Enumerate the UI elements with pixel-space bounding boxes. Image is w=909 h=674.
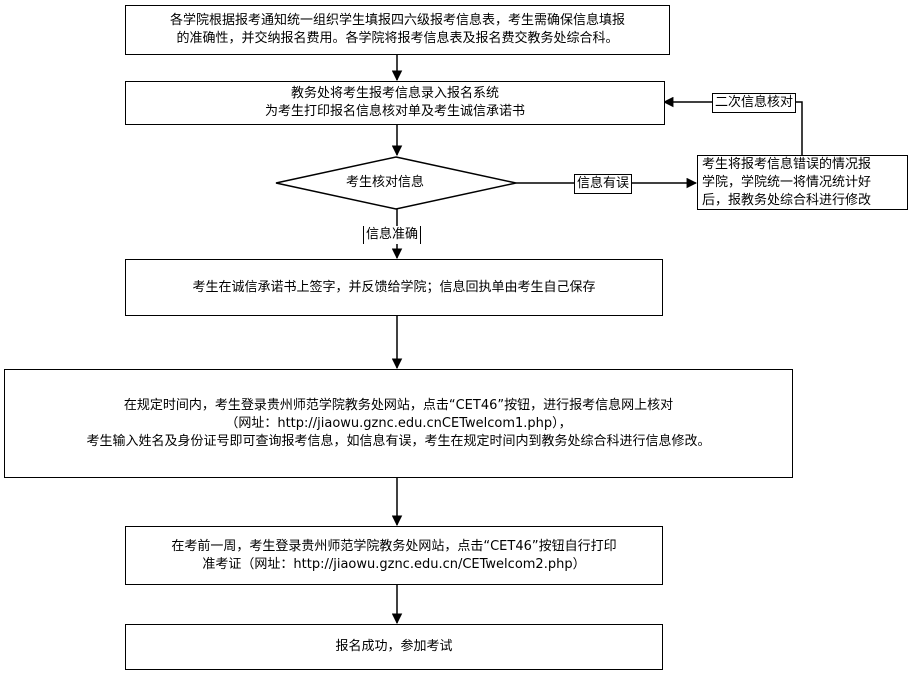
arrow-correction-to-step2: [662, 96, 803, 155]
correction-line2: 学院，学院统一将情况统计好: [702, 174, 872, 190]
step1-line2: 的准确性，并交纳报名费用。各学院将报考信息表及报名费交教务处综合科。: [176, 31, 619, 46]
step1-line1: 各学院根据报考通知统一组织学生填报四六级报考信息表，考生需确保信息填报: [169, 13, 625, 28]
step3-text: 考生在诚信承诺书上签字，并反馈给学院；信息回执单由考生自己保存: [192, 279, 596, 295]
step6-box: 报名成功，参加考试: [125, 624, 663, 670]
step4-box: 在规定时间内，考生登录贵州师范学院教务处网站，点击“CET46”按钮，进行报考信…: [4, 369, 793, 478]
step5-line2: 准考证（网址：http://jiaowu.gznc.edu.cn/CETwelc…: [202, 556, 586, 572]
step4-line3: 考生输入姓名及身份证号即可查询报考信息，如信息有误，考生在规定时间内到教务处综合…: [86, 433, 711, 449]
step5-line1: 在考前一周，考生登录贵州师范学院教务处网站，点击“CET46”按钮自行打印: [171, 538, 617, 554]
step1-box: 各学院根据报考通知统一组织学生填报四六级报考信息表，考生需确保信息填报 的准确性…: [125, 5, 670, 55]
step4-line1: 在规定时间内，考生登录贵州师范学院教务处网站，点击“CET46”按钮，进行报考信…: [123, 397, 674, 413]
step2-line2: 为考生打印报名信息核对单及考生诚信承诺书: [264, 104, 525, 119]
decision-diamond: [275, 156, 517, 210]
step4-line2: （网址：http://jiaowu.gznc.edu.cnCETwelcom1.…: [225, 415, 572, 431]
branch-error-label: 信息有误: [574, 174, 633, 194]
correction-line3: 后，报教务处综合科进行修改: [702, 192, 872, 208]
step3-box: 考生在诚信承诺书上签字，并反馈给学院；信息回执单由考生自己保存: [125, 259, 663, 316]
correction-box: 考生将报考信息错误的情况报 学院，学院统一将情况统计好 后，报教务处综合科进行修…: [697, 155, 908, 210]
step2-line1: 教务处将考生报考信息录入报名系统: [290, 86, 499, 101]
step2-box: 教务处将考生报考信息录入报名系统 为考生打印报名信息核对单及考生诚信承诺书: [125, 81, 665, 125]
branch-ok-label: 信息准确: [363, 226, 422, 244]
step5-box: 在考前一周，考生登录贵州师范学院教务处网站，点击“CET46”按钮自行打印 准考…: [125, 526, 663, 585]
correction-line1: 考生将报考信息错误的情况报: [702, 156, 872, 172]
step6-text: 报名成功，参加考试: [335, 639, 453, 654]
decision-label: 考生核对信息: [346, 175, 425, 190]
loop-back-label: 二次信息核对: [712, 93, 797, 113]
